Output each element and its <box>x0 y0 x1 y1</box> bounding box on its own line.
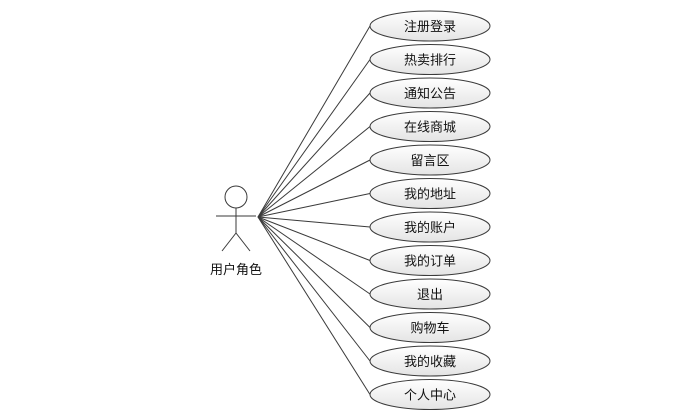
association-line <box>257 216 371 395</box>
association-line <box>257 193 371 218</box>
use-case-ellipse <box>369 111 491 142</box>
use-case-label: 在线商城 <box>404 121 456 136</box>
association-line <box>257 216 371 261</box>
use-case-2: 热卖排行 <box>369 44 491 75</box>
use-case-ellipse <box>369 10 491 42</box>
use-case-ellipse <box>369 245 491 276</box>
use-case-label: 个人中心 <box>404 389 456 404</box>
use-case-list: 注册登录热卖排行通知公告在线商城留言区我的地址我的账户我的订单退出购物车我的收藏… <box>369 10 491 410</box>
use-case-ellipse <box>369 211 491 243</box>
use-case-ellipse <box>369 345 491 377</box>
use-case-ellipse <box>369 44 491 75</box>
use-case-11: 我的收藏 <box>369 345 491 377</box>
use-case-label: 注册登录 <box>404 20 456 35</box>
association-line <box>257 216 371 328</box>
use-case-10: 购物车 <box>369 312 491 343</box>
use-case-label: 热卖排行 <box>404 54 456 69</box>
use-case-label: 通知公告 <box>404 86 456 102</box>
association-line <box>257 59 371 218</box>
association-line <box>257 216 371 295</box>
association-line <box>257 92 371 218</box>
use-case-ellipse <box>369 312 491 343</box>
use-case-4: 在线商城 <box>369 111 491 142</box>
association-line <box>257 25 371 218</box>
use-case-ellipse <box>369 77 491 109</box>
association-line <box>257 216 371 228</box>
use-case-7: 我的账户 <box>369 211 491 243</box>
use-case-12: 个人中心 <box>369 379 491 410</box>
use-case-label: 我的订单 <box>404 254 456 270</box>
association-line <box>257 216 371 362</box>
use-case-label: 购物车 <box>410 321 449 337</box>
use-case-8: 我的订单 <box>369 245 491 276</box>
use-case-label: 留言区 <box>410 154 449 169</box>
use-case-ellipse <box>369 144 491 176</box>
use-case-9: 退出 <box>369 278 491 310</box>
use-case-6: 我的地址 <box>369 178 491 209</box>
actor-head <box>224 185 248 209</box>
use-case-3: 通知公告 <box>369 77 491 109</box>
use-case-label: 退出 <box>417 288 443 303</box>
use-case-ellipse <box>369 379 491 410</box>
use-case-ellipse <box>369 278 491 310</box>
use-case-1: 注册登录 <box>369 10 491 42</box>
use-case-label: 我的地址 <box>404 187 456 203</box>
use-case-5: 留言区 <box>369 144 491 176</box>
association-line <box>257 126 371 218</box>
actor-figure: 用户角色 <box>210 185 262 278</box>
use-case-label: 我的账户 <box>404 220 456 236</box>
use-case-ellipse <box>369 178 491 209</box>
use-case-label: 我的收藏 <box>404 354 456 370</box>
actor-right-leg <box>235 232 251 252</box>
actor-left-leg <box>221 232 237 252</box>
actor-label: 用户角色 <box>210 262 262 278</box>
association-lines <box>257 25 371 395</box>
association-line <box>257 159 371 218</box>
